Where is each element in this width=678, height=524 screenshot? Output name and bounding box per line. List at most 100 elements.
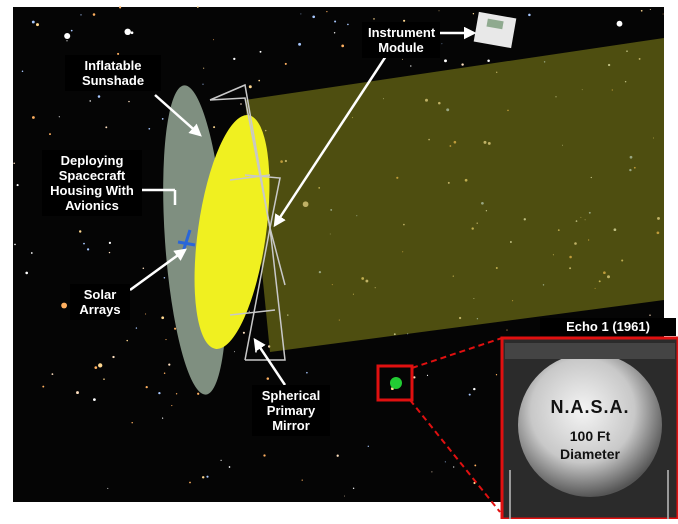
callout-leader-upper: [411, 337, 503, 369]
star: [506, 329, 508, 331]
star: [14, 243, 16, 246]
primary-mirror: [194, 115, 270, 349]
star: [473, 387, 476, 391]
star: [189, 481, 191, 484]
star: [66, 40, 68, 42]
star: [93, 398, 96, 401]
label-instrument-module: Instrument Module: [362, 22, 440, 58]
star: [326, 11, 328, 13]
star: [148, 127, 151, 130]
callout-leader-lower: [409, 399, 501, 513]
star: [213, 39, 215, 41]
star: [255, 350, 257, 353]
star: [163, 372, 166, 375]
star: [441, 43, 443, 45]
star: [344, 495, 346, 497]
star: [32, 116, 35, 119]
sunshade-line-1: Inflatable: [84, 58, 142, 73]
star: [640, 9, 643, 12]
light-beam: [245, 38, 664, 352]
annotation-arrows: [129, 26, 477, 386]
star: [103, 378, 105, 380]
housing-line-1: Deploying: [60, 153, 124, 168]
mirror-arrow: [253, 337, 287, 386]
solar-line-1: Solar: [83, 287, 117, 302]
star: [16, 184, 19, 187]
sunshade-arrow: [154, 94, 202, 137]
star: [145, 385, 148, 389]
star: [30, 252, 33, 254]
star: [312, 15, 316, 19]
star: [196, 6, 199, 8]
star: [142, 267, 145, 269]
star: [64, 32, 71, 40]
star: [487, 59, 490, 62]
star: [97, 95, 101, 98]
star: [266, 377, 270, 380]
marker-dot: [390, 377, 402, 389]
star: [336, 454, 339, 457]
star: [171, 405, 173, 407]
star: [352, 487, 355, 490]
star: [438, 10, 440, 12]
star: [413, 376, 416, 379]
housing-line-4: Avionics: [65, 198, 119, 213]
star: [373, 18, 375, 20]
star: [298, 42, 302, 46]
star: [174, 327, 177, 330]
truss-structure: [209, 83, 286, 361]
star: [108, 251, 111, 254]
instrument-line-2: Module: [378, 40, 424, 55]
star: [92, 13, 96, 16]
label-solar-arrays: Solar Arrays: [70, 284, 130, 320]
star: [89, 100, 91, 102]
star: [51, 373, 54, 375]
star: [206, 475, 209, 478]
star: [130, 31, 134, 35]
star: [25, 271, 29, 275]
mirror-line-1: Spherical: [261, 388, 321, 403]
label-primary-mirror: Spherical Primary Mirror: [252, 385, 330, 436]
echo1-title: Echo 1 (1961): [540, 318, 676, 336]
star: [662, 13, 664, 15]
star: [453, 466, 455, 468]
label-inflatable-sunshade: Inflatable Sunshade: [65, 55, 161, 91]
star: [162, 417, 164, 419]
star: [128, 100, 130, 103]
star: [341, 44, 345, 48]
housing-line-3: Housing With: [50, 183, 134, 198]
star: [461, 63, 464, 66]
star: [431, 471, 433, 473]
star: [649, 8, 651, 11]
star: [94, 366, 98, 369]
echo1-size-line1: 100 Ft: [569, 428, 611, 444]
star: [263, 454, 266, 457]
star: [220, 459, 222, 461]
star: [334, 20, 337, 23]
solar-line-2: Arrays: [79, 302, 121, 317]
star: [367, 445, 369, 447]
star: [175, 393, 178, 395]
star: [347, 23, 349, 26]
mirror-line-2: Primary: [266, 403, 316, 418]
star: [31, 20, 35, 24]
star: [259, 50, 262, 53]
star: [202, 83, 204, 85]
star: [112, 355, 115, 359]
star: [163, 277, 166, 279]
star: [444, 59, 447, 63]
star: [258, 79, 261, 82]
star: [240, 103, 242, 105]
star: [649, 314, 651, 316]
star: [86, 248, 90, 251]
star: [158, 391, 161, 395]
star: [616, 20, 623, 27]
star: [426, 374, 429, 376]
echo1-size-line2: Diameter: [560, 446, 620, 462]
star: [165, 339, 167, 341]
star: [495, 374, 498, 376]
star: [126, 339, 128, 342]
star: [105, 126, 108, 129]
star: [119, 6, 122, 9]
